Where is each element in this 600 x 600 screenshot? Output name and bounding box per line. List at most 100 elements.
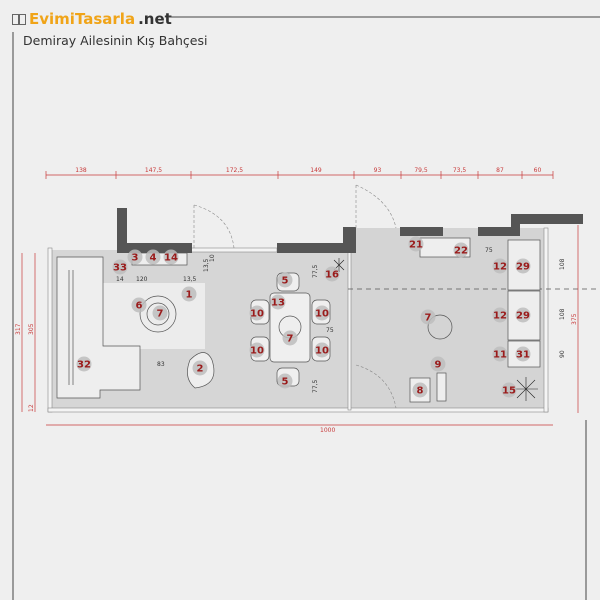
- marker-circle: [152, 305, 168, 321]
- item-marker: 31: [515, 346, 531, 362]
- item-marker: 22: [453, 242, 469, 258]
- walls: [117, 208, 583, 253]
- marker-number: 7: [287, 334, 294, 345]
- marker-circle: [249, 342, 265, 358]
- item-marker: 10: [314, 342, 330, 358]
- marker-circle: [420, 309, 436, 325]
- marker-number: 5: [282, 276, 289, 287]
- brand-logo: EvimiTasarla.net: [12, 10, 172, 28]
- top-dimension-label: 172,5: [226, 167, 243, 174]
- brand-name: EvimiTasarla: [29, 10, 136, 28]
- item-marker: 1: [181, 286, 197, 302]
- marker-number: 4: [150, 253, 157, 264]
- item-marker: 11: [492, 346, 508, 362]
- marker-number: 31: [516, 350, 530, 361]
- marker-circle: [163, 249, 179, 265]
- marker-number: 21: [409, 240, 423, 251]
- plant-icon: [514, 377, 538, 401]
- marker-number: 10: [250, 346, 264, 357]
- item-marker: 10: [314, 305, 330, 321]
- dimension-lines: [21, 174, 579, 426]
- marker-circle: [314, 305, 330, 321]
- marker-number: 29: [516, 311, 530, 322]
- marker-number: 16: [325, 270, 339, 281]
- item-marker: 32: [76, 356, 92, 372]
- item-marker: 7: [152, 305, 168, 321]
- item-marker: 16: [324, 266, 340, 282]
- marker-number: 13: [271, 298, 285, 309]
- top-dimension-label: 147,5: [145, 167, 162, 174]
- side-table: [427, 314, 453, 340]
- marker-circle: [249, 305, 265, 321]
- item-marker: 5: [277, 373, 293, 389]
- marker-circle: [453, 242, 469, 258]
- top-dimension-label: 138: [75, 167, 87, 174]
- marker-number: 7: [157, 309, 164, 320]
- right-dimension-3: 90: [559, 350, 566, 358]
- marker-circle: [270, 294, 286, 310]
- item-marker: 4: [145, 249, 161, 265]
- door-swings: [193, 184, 397, 409]
- left-dimension-inner: 305: [28, 323, 35, 335]
- marker-circle: [492, 307, 508, 323]
- item-marker: 8: [412, 382, 428, 398]
- item-marker: 10: [249, 342, 265, 358]
- item-marker: 3: [127, 249, 143, 265]
- dim-dining-bottom: 77,5: [312, 379, 319, 393]
- marker-number: 15: [502, 386, 516, 397]
- item-marker: 9: [430, 356, 446, 372]
- item-marker: 10: [249, 305, 265, 321]
- item-marker: 2: [192, 360, 208, 376]
- top-dimension-label: 79,5: [414, 167, 428, 174]
- brand-domain: .net: [138, 10, 172, 28]
- marker-circle: [412, 382, 428, 398]
- item-marker: 14: [163, 249, 179, 265]
- item-marker: 13: [270, 294, 286, 310]
- marker-number: 10: [250, 309, 264, 320]
- marker-circle: [501, 382, 517, 398]
- top-dimension-label: 149: [310, 167, 322, 174]
- plan-title: Demiray Ailesinin Kış Bahçesi: [23, 33, 208, 48]
- marker-circle: [131, 297, 147, 313]
- marker-circle: [515, 307, 531, 323]
- coffee-table: [139, 295, 177, 333]
- left-dimension-outer: 317: [15, 323, 22, 335]
- dim-shelf-depth2: 10: [209, 254, 216, 262]
- marker-number: 1: [186, 290, 193, 301]
- marker-number: 3: [132, 253, 139, 264]
- item-marker: 33: [112, 259, 128, 275]
- marker-number: 5: [282, 377, 289, 388]
- item-marker: 7: [282, 330, 298, 346]
- marker-circle: [145, 249, 161, 265]
- marker-circle: [282, 330, 298, 346]
- right-dimension-2: 108: [559, 308, 566, 320]
- dim-shelf-depth: 13,5: [203, 258, 210, 272]
- marker-circle: [314, 342, 330, 358]
- marker-number: 9: [435, 360, 442, 371]
- marker-circle: [112, 259, 128, 275]
- dim-sofa-chair: 83: [157, 361, 165, 368]
- top-dimension-label: 87: [496, 167, 504, 174]
- dim-dining-width: 75: [326, 327, 334, 334]
- marker-circle: [324, 266, 340, 282]
- top-dimension-label: 93: [374, 167, 382, 174]
- marker-circle: [430, 356, 446, 372]
- marker-number: 22: [454, 246, 468, 257]
- marker-circle: [127, 249, 143, 265]
- marker-number: 8: [417, 386, 424, 397]
- marker-circle: [277, 272, 293, 288]
- bar-stools: [436, 372, 447, 402]
- marker-circle: [192, 360, 208, 376]
- marker-circle: [408, 236, 424, 252]
- item-marker: 12: [492, 258, 508, 274]
- marker-number: 14: [164, 253, 178, 264]
- marker-number: 32: [77, 360, 91, 371]
- marker-circle: [277, 373, 293, 389]
- marker-number: 12: [493, 262, 507, 273]
- top-dimension-label: 60: [534, 167, 542, 174]
- marker-circle: [492, 258, 508, 274]
- marker-number: 10: [315, 346, 329, 357]
- marker-circle: [515, 346, 531, 362]
- dim-shelf-right: 13,5: [183, 276, 197, 283]
- item-marker: 5: [277, 272, 293, 288]
